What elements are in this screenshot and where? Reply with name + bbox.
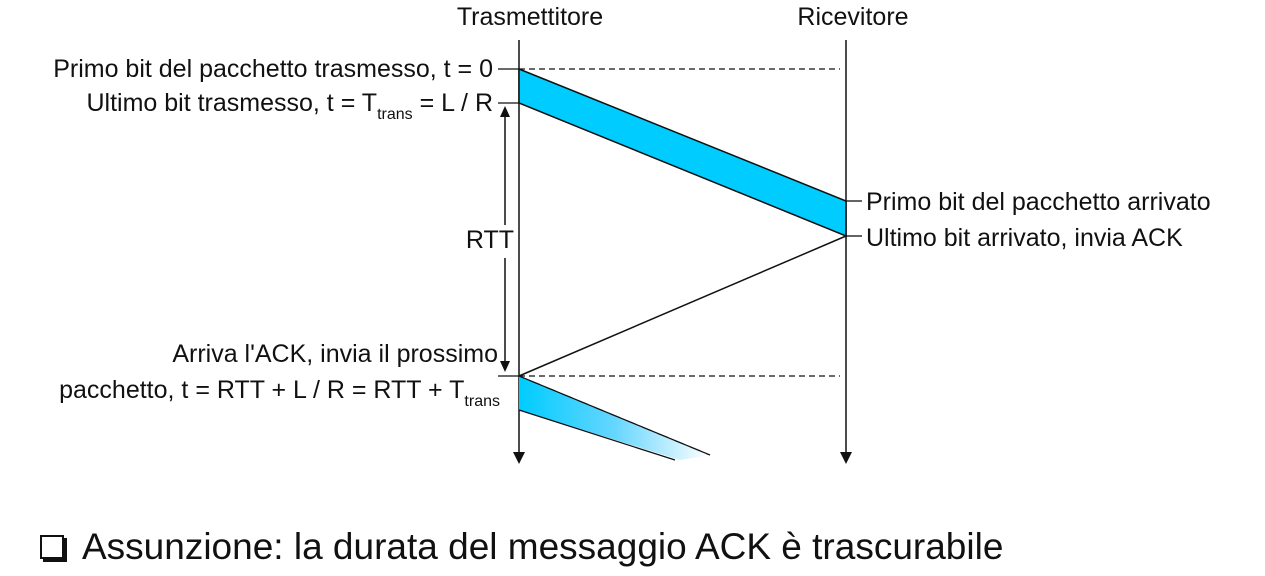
last-bit-arrived-label: Ultimo bit arrivato, invia ACK [866, 224, 1183, 252]
checkbox-square-icon [40, 535, 64, 559]
last-bit-sent-label: Ultimo bit trasmesso, t = Ttrans = L / R [86, 89, 493, 123]
ack-arrives-label-line2: pacchetto, t = RTT + L / R = RTT + Ttran… [59, 376, 500, 410]
first-bit-sent-label: Primo bit del pacchetto trasmesso, t = 0 [53, 55, 493, 83]
rtt-label: RTT [466, 226, 514, 254]
arrow-down-icon [513, 452, 525, 464]
arrow-up-icon [500, 106, 510, 117]
ack-line [518, 235, 847, 377]
sender-header: Trasmettitore [457, 3, 603, 31]
assumption-bullet: Assunzione: la durata del messaggio ACK … [40, 526, 1003, 568]
ack-arrives-label-line1: Arriva l'ACK, invia il prossimo [172, 340, 498, 368]
assumption-text: Assunzione: la durata del messaggio ACK … [82, 526, 1004, 567]
next-packet-band [519, 376, 710, 460]
packet-transmission-band [518, 67, 847, 238]
arrow-down-icon [840, 452, 852, 464]
receiver-header: Ricevitore [797, 3, 908, 31]
receiver-timeline [840, 40, 852, 464]
arrow-down-icon [500, 361, 510, 372]
rtt-arrow [500, 106, 510, 372]
first-bit-arrived-label: Primo bit del pacchetto arrivato [866, 188, 1211, 216]
